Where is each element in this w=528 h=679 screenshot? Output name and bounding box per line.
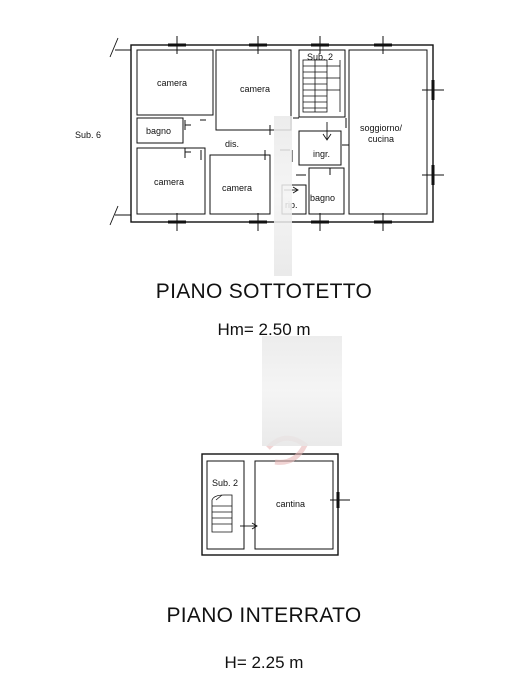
room-ingr-wall bbox=[298, 130, 342, 166]
label-sub6: Sub. 6 bbox=[75, 130, 101, 140]
entry-arrow-head bbox=[322, 133, 332, 141]
label-bagno-1: bagno bbox=[146, 126, 171, 136]
basement-height: H= 2.25 m bbox=[224, 653, 304, 672]
basement-arrow-head bbox=[251, 522, 258, 530]
label-ingr: ingr. bbox=[313, 149, 330, 159]
blur-overlay-1 bbox=[274, 116, 292, 276]
label-camera-2: camera bbox=[240, 84, 270, 94]
label-cucina: cucina bbox=[368, 134, 394, 144]
basement-outer-wall bbox=[201, 453, 339, 556]
basement-plan bbox=[201, 453, 350, 556]
label-sub2-upper: Sub. 2 bbox=[307, 52, 333, 62]
west-break-top bbox=[109, 37, 119, 58]
room-camera-1-wall bbox=[136, 49, 214, 116]
room-sub2-stair-wall bbox=[298, 49, 346, 118]
room-camera-3-wall bbox=[136, 147, 206, 215]
upper-floor-title: PIANO SOTTOTETTO bbox=[155, 280, 373, 303]
label-soggiorno: soggiorno/ bbox=[360, 123, 403, 133]
upper-stair-treads bbox=[302, 59, 341, 113]
label-camera-1: camera bbox=[157, 78, 187, 88]
blur-overlay-2 bbox=[262, 336, 342, 446]
label-cantina: cantina bbox=[276, 499, 305, 509]
rip-arrow-head bbox=[292, 186, 299, 194]
label-camera-3: camera bbox=[154, 177, 184, 187]
room-camera-2-wall bbox=[215, 49, 292, 131]
room-soggiorno-wall bbox=[348, 49, 428, 215]
room-bagno-1-wall bbox=[136, 117, 184, 144]
window-marks-bottom bbox=[168, 213, 392, 231]
window-marks-top bbox=[168, 36, 392, 54]
window-marks-right bbox=[422, 80, 444, 185]
upper-floor-height: Hm= 2.50 m bbox=[217, 320, 311, 339]
label-camera-4: camera bbox=[222, 183, 252, 193]
room-camera-4-wall bbox=[209, 154, 271, 215]
west-break-bottom bbox=[109, 205, 119, 226]
room-bagno-2-wall bbox=[308, 167, 345, 215]
basement-sub2-wall bbox=[206, 460, 245, 550]
basement-stair-treads bbox=[211, 494, 233, 533]
label-dis: dis. bbox=[225, 139, 239, 149]
basement-title: PIANO INTERRATO bbox=[166, 604, 362, 627]
label-sub2-basement: Sub. 2 bbox=[212, 478, 238, 488]
label-bagno-2: bagno bbox=[310, 193, 335, 203]
